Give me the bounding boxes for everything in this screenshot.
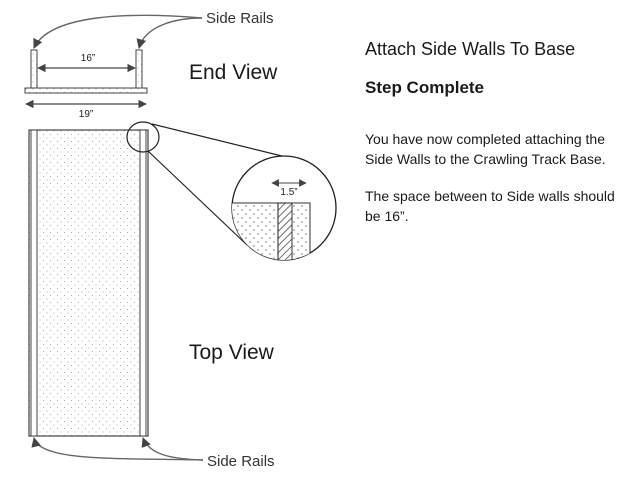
detail-source-circle [126, 121, 160, 153]
side-rails-label-bottom: Side Rails [207, 453, 275, 470]
step-note: The space between to Side walls should b… [365, 188, 615, 224]
detail-base-section [232, 202, 279, 260]
top-view-left-rail [30, 129, 38, 437]
detail-callout: 1.5” [126, 121, 337, 261]
step-description: You have now completed attaching the Sid… [365, 131, 606, 167]
detail-rail-hatched [277, 202, 293, 260]
side-rails-label-top: Side Rails [206, 10, 274, 27]
side-rails-leader-left [33, 14, 203, 49]
top-view [28, 129, 149, 437]
detail-tangent-bottom [147, 150, 248, 246]
side-rails-leader-right [136, 17, 203, 49]
end-view-label: End View [189, 61, 278, 84]
dimension-rail-label: 1.5” [280, 187, 297, 198]
instruction-panel: Attach Side Walls To Base Step Complete … [365, 38, 627, 226]
dimension-inner-label: 16” [81, 53, 95, 64]
end-view-left-rail [30, 49, 38, 89]
end-view-base [24, 87, 148, 94]
end-view [24, 49, 148, 94]
top-view-label: Top View [189, 341, 275, 364]
dimension-outer-label: 19” [79, 109, 93, 120]
step-status: Step Complete [365, 78, 485, 97]
side-rails-leader-bottom-left [31, 437, 204, 461]
top-view-right-rail [139, 129, 147, 437]
top-view-base [28, 129, 149, 437]
detail-rail-outer [291, 202, 311, 260]
end-view-right-rail [135, 49, 143, 89]
side-rails-leader-bottom-right [141, 437, 204, 461]
detail-tangent-top [151, 123, 291, 159]
step-title: Attach Side Walls To Base [365, 39, 576, 59]
